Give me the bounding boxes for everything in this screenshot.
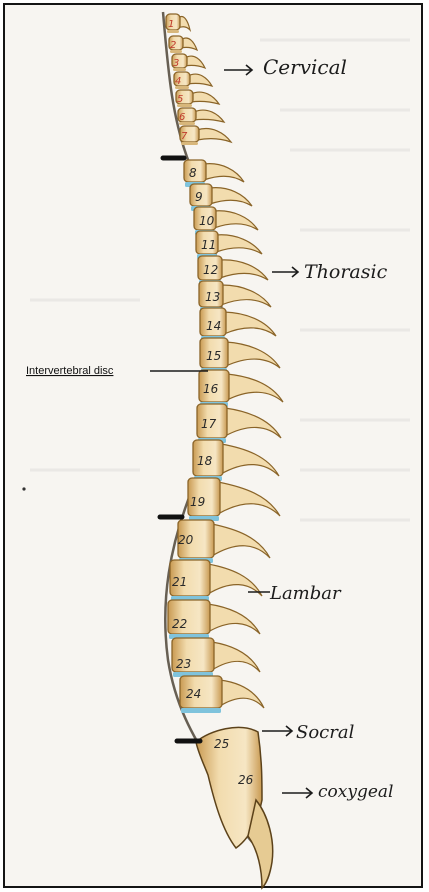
vertebra-number-7: 7 <box>181 131 188 142</box>
vertebra-24: 24 <box>180 676 264 713</box>
spinous-process-6 <box>194 110 224 122</box>
spinous-process-17 <box>225 408 281 438</box>
vertebra-number-22: 22 <box>172 617 187 631</box>
vertebra-number-19: 19 <box>190 495 205 509</box>
coxygeal-arrow <box>282 788 312 798</box>
vertebra-2: 2 <box>169 36 197 53</box>
thorasic-arrow <box>272 267 298 277</box>
vertebra-number-20: 20 <box>178 533 194 547</box>
vertebra-number-2: 2 <box>170 40 176 51</box>
vertebra-number-21: 21 <box>172 575 187 589</box>
label-lambar: Lambar <box>269 583 342 604</box>
vertebra-number-16: 16 <box>203 382 219 396</box>
vertebra-16: 16 <box>199 370 283 407</box>
spinous-process-11 <box>216 235 262 254</box>
spinous-process-13 <box>221 285 271 307</box>
vertebra-22: 22 <box>168 600 260 639</box>
spinous-process-8 <box>204 164 244 182</box>
vertebra-11: 11 <box>196 231 262 259</box>
intervertebral-disc-1 <box>167 30 179 33</box>
vertebra-number-6: 6 <box>179 112 185 123</box>
spinous-process-7 <box>197 129 231 142</box>
spinous-process-20 <box>212 524 270 558</box>
vertebra-number-4: 4 <box>175 76 181 87</box>
vertebra-number-8: 8 <box>189 166 197 180</box>
vertebra-number-3: 3 <box>173 58 179 69</box>
vertebra-23: 23 <box>172 638 260 677</box>
vertebra-26: 26 <box>238 773 254 787</box>
spinous-process-24 <box>220 680 264 708</box>
label-cervical: Cervical <box>263 55 347 79</box>
vertebra-6: 6 <box>178 108 224 125</box>
vertebra-3: 3 <box>172 54 205 71</box>
spinous-process-12 <box>220 260 268 280</box>
vertebra-number-12: 12 <box>203 263 218 277</box>
spinous-process-3 <box>185 56 205 68</box>
vertebra-4: 4 <box>174 72 212 89</box>
spinous-process-19 <box>218 482 280 516</box>
vertebra-8: 8 <box>184 160 244 187</box>
spinous-process-14 <box>224 312 276 336</box>
label-coxygeal: coxygeal <box>318 782 393 802</box>
vertebra-number-18: 18 <box>197 454 213 468</box>
vertebra-number-13: 13 <box>205 290 220 304</box>
vertebra-18: 18 <box>193 440 279 481</box>
vertebra-number-23: 23 <box>176 657 191 671</box>
vertebra-21: 21 <box>170 560 262 601</box>
label-thorasic: Thorasic <box>304 261 388 283</box>
vertebra-number-25: 25 <box>214 737 229 751</box>
vertebra-17: 17 <box>197 404 281 443</box>
spinous-process-18 <box>221 444 279 476</box>
intervertebral-disc-24 <box>181 708 221 713</box>
vertebra-number-15: 15 <box>206 349 221 363</box>
spinous-process-5 <box>191 92 219 104</box>
spinous-process-10 <box>214 211 258 230</box>
socral-arrow <box>262 726 292 736</box>
vertebra-number-17: 17 <box>201 417 217 431</box>
vertebra-1: 1 <box>166 14 190 33</box>
pencil-dot <box>22 487 25 490</box>
vertebra-15: 15 <box>200 338 280 373</box>
vertebra-5: 5 <box>176 90 219 107</box>
cervical-arrow <box>224 65 252 75</box>
vertebra-19: 19 <box>188 478 280 521</box>
vertebra-number-1: 1 <box>168 19 174 30</box>
vertebra-number-5: 5 <box>177 94 183 105</box>
vertebra-25: 25 <box>214 737 229 751</box>
spinous-process-15 <box>226 342 280 368</box>
vertebra-number-24: 24 <box>186 687 201 701</box>
label-socral: Socral <box>296 722 355 743</box>
spinous-process-4 <box>188 74 212 86</box>
spinous-process-22 <box>208 604 260 634</box>
vertebra-number-14: 14 <box>206 319 221 333</box>
vertebra-number-9: 9 <box>195 190 203 204</box>
spinous-process-16 <box>227 374 283 402</box>
spinous-process-9 <box>210 188 252 206</box>
vertebra-20: 20 <box>178 520 270 563</box>
vertebra-number-10: 10 <box>199 214 215 228</box>
vertebrae-group: 1234567891011121314151617181920212223242… <box>166 14 283 787</box>
spinous-process-23 <box>212 642 260 672</box>
label-intervertebral-disc: Intervertebral disc <box>26 365 114 377</box>
vertebra-14: 14 <box>200 308 276 341</box>
vertebra-7: 7 <box>180 126 231 145</box>
vertebra-number-11: 11 <box>201 238 216 252</box>
intervertebral-disc-7 <box>181 142 198 145</box>
vertebra-number-26: 26 <box>238 773 254 787</box>
